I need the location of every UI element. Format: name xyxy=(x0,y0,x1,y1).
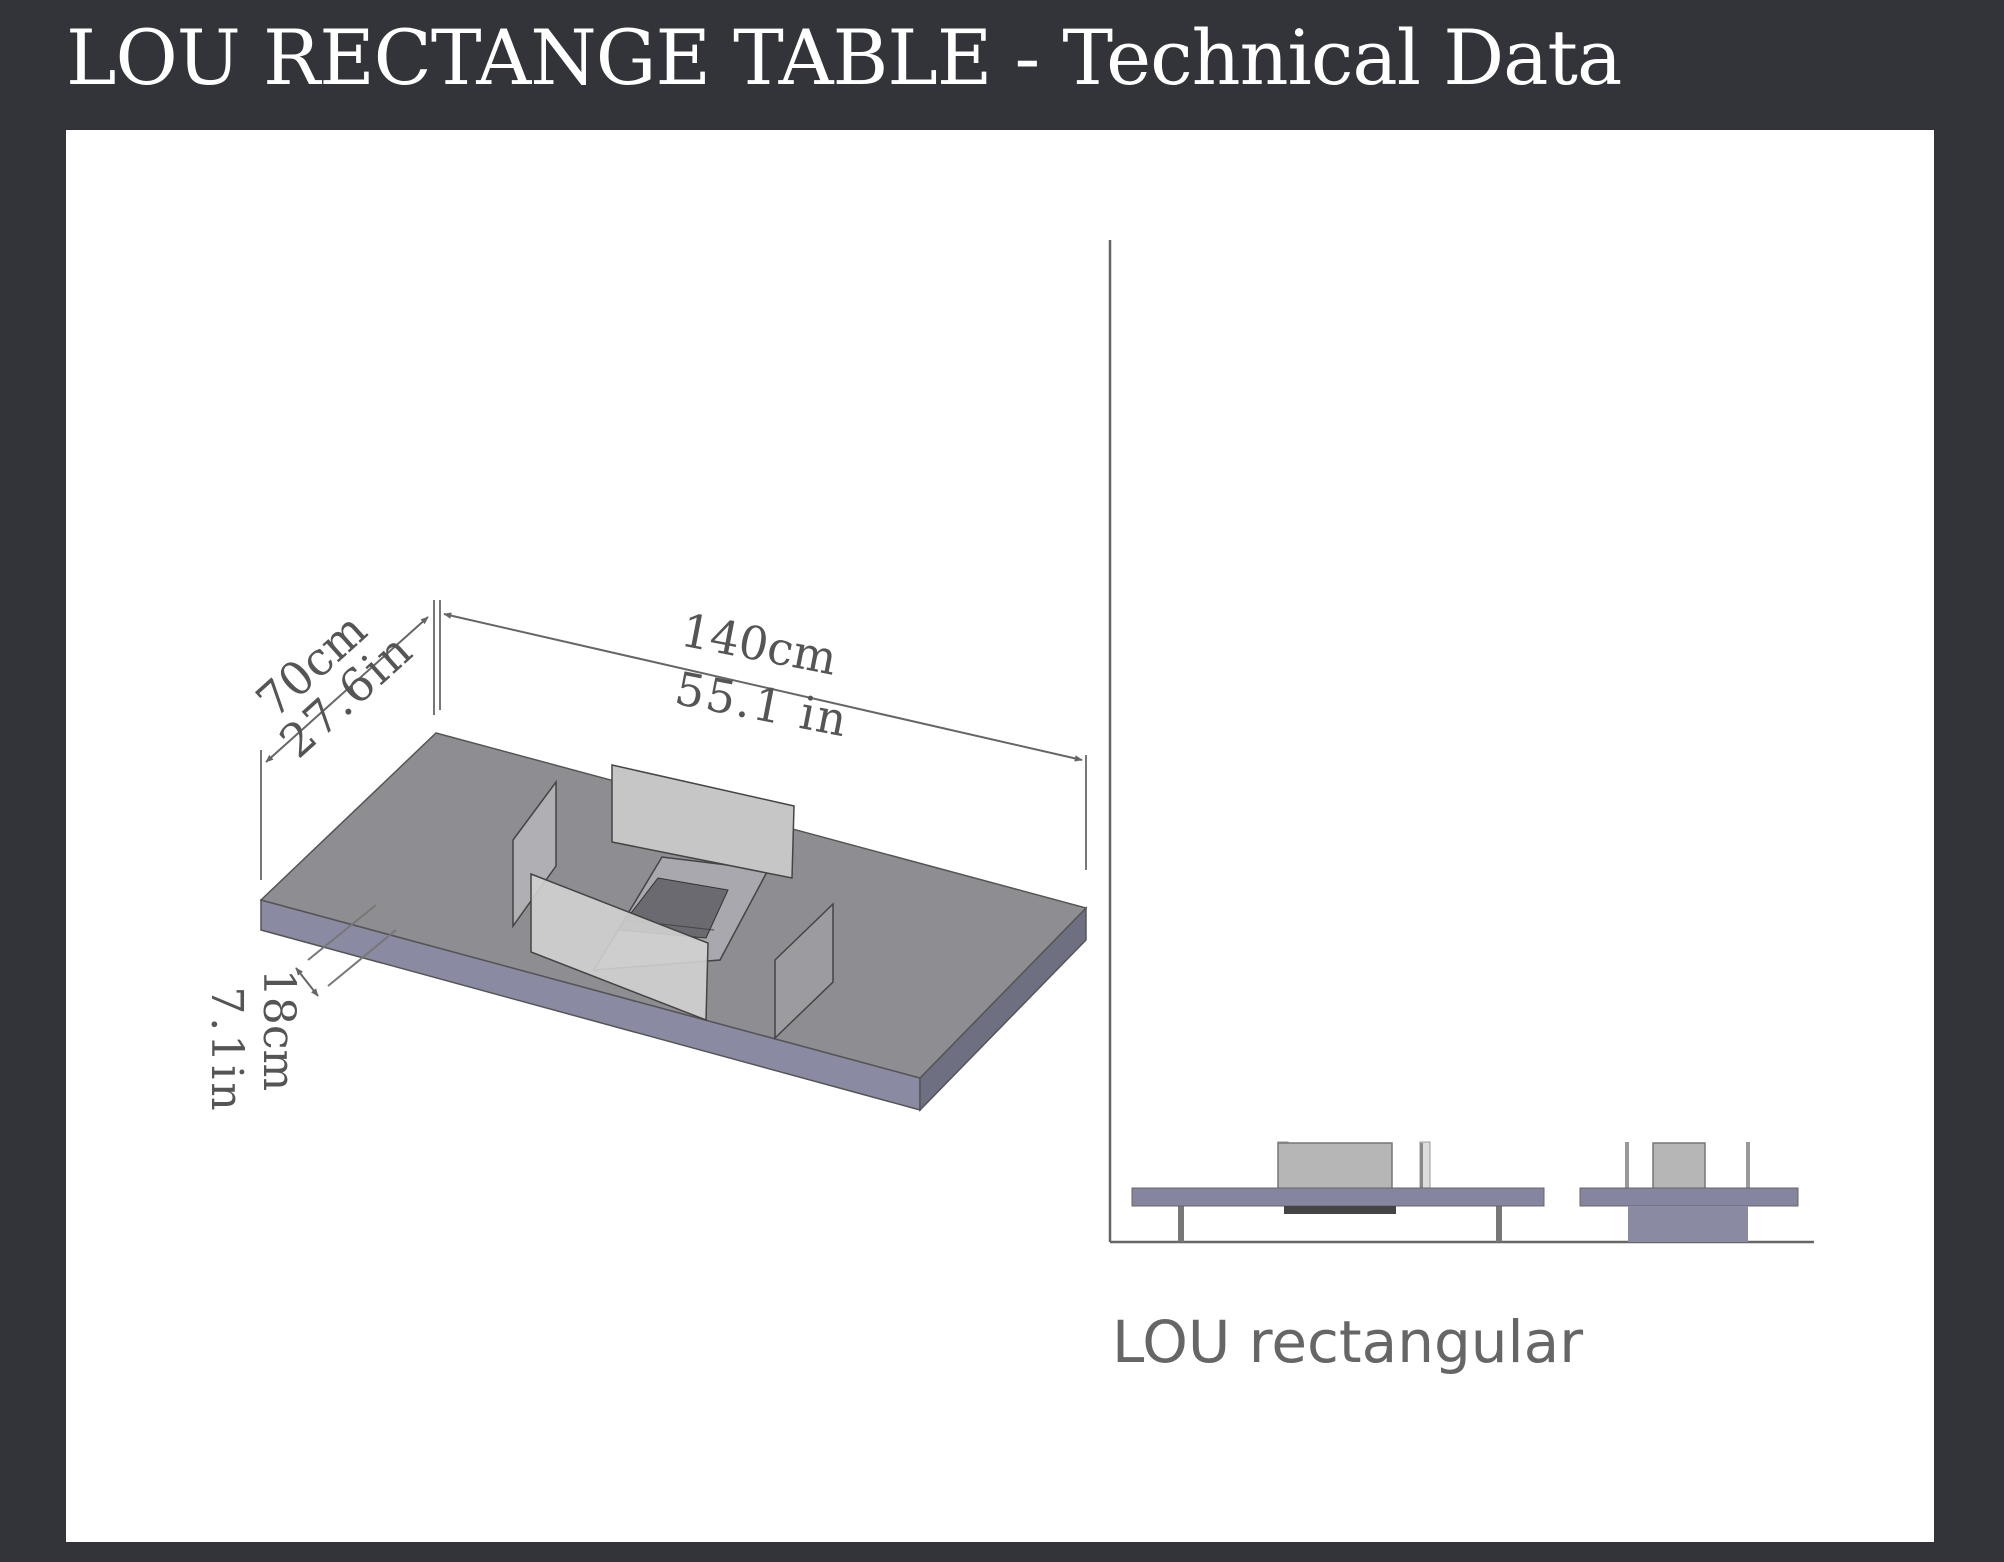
page-title: LOU RECTANGE TABLE - Technical Data xyxy=(66,13,1622,102)
front-burner xyxy=(1284,1206,1396,1214)
height-cm-label: 18cm xyxy=(253,969,304,1091)
side-glass xyxy=(1652,1142,1706,1192)
side-tabletop xyxy=(1579,1187,1799,1207)
glass-screen-front xyxy=(530,872,709,1022)
front-tabletop xyxy=(1131,1187,1545,1207)
height-dimension: 18cm 7.1in xyxy=(201,904,397,1114)
height-in-label: 7.1in xyxy=(201,986,252,1113)
technical-drawing: 140cm 55.1 in 70cm 27.6in 18cm 7.1in xyxy=(66,130,1934,1542)
glass-screen-left xyxy=(512,779,557,929)
side-base xyxy=(1628,1206,1748,1242)
side-elevation xyxy=(1579,1142,1799,1242)
front-elevation xyxy=(1131,1141,1545,1242)
front-glass xyxy=(1277,1142,1393,1192)
isometric-table-view: 140cm 55.1 in 70cm 27.6in 18cm 7.1in xyxy=(201,600,1088,1114)
elevation-views: LOU rectangular xyxy=(1108,240,1814,1376)
glass-screen-back xyxy=(611,764,795,879)
glass-screen-right xyxy=(774,902,834,1040)
drawing-caption: LOU rectangular xyxy=(1112,1308,1583,1376)
